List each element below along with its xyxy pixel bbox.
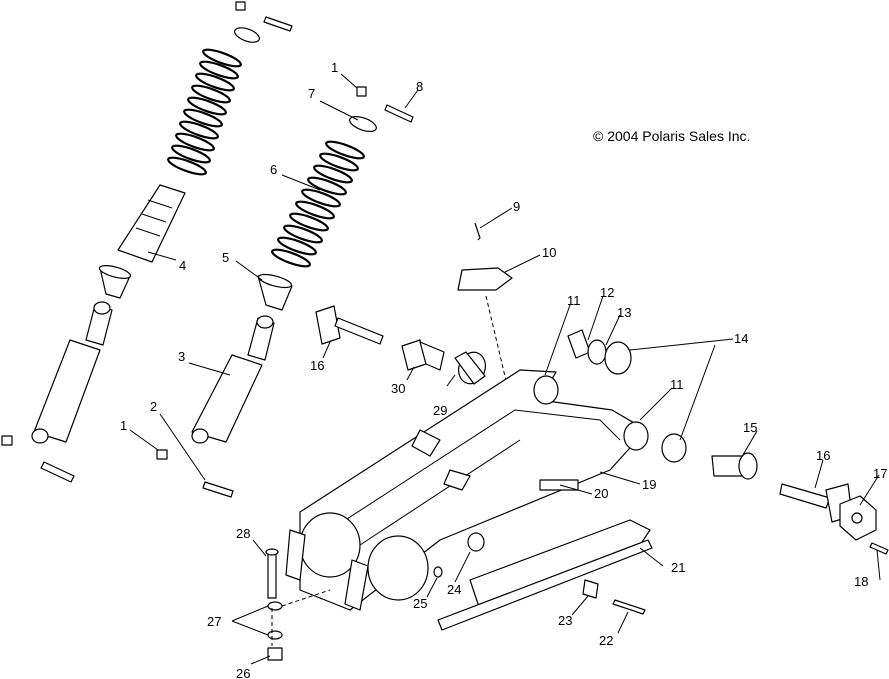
callout-2: 2 bbox=[150, 399, 157, 414]
top-bolt-part bbox=[263, 16, 293, 32]
right-spring-6-part bbox=[271, 140, 365, 268]
washer-13-part bbox=[587, 339, 607, 365]
callout-16-left: 16 bbox=[310, 358, 324, 373]
screw-18-part bbox=[869, 542, 889, 555]
callout-29: 29 bbox=[433, 403, 447, 418]
callout-7: 7 bbox=[308, 86, 315, 101]
callout-10: 10 bbox=[542, 245, 556, 260]
bushing-14-lower-part bbox=[661, 433, 687, 463]
bearing-11-upper-part bbox=[533, 375, 559, 405]
pivot-hardware-left bbox=[315, 305, 486, 385]
washer-27-lower-part bbox=[267, 630, 283, 640]
callout-20: 20 bbox=[594, 486, 608, 501]
callout-3: 3 bbox=[178, 349, 185, 364]
bolt-2-part bbox=[202, 481, 234, 498]
pivot-bolt-16-shank-part bbox=[334, 317, 384, 345]
swing-arm-19 bbox=[285, 369, 649, 611]
left-shock-assembly bbox=[1, 1, 293, 483]
callout-24: 24 bbox=[447, 582, 461, 597]
left-lower-nut-part bbox=[1, 435, 13, 446]
callout-9: 9 bbox=[513, 199, 520, 214]
left-shock-eye-part bbox=[31, 428, 49, 444]
spacer-23-part bbox=[582, 579, 599, 599]
callout-23: 23 bbox=[558, 613, 572, 628]
callout-22: 22 bbox=[599, 633, 613, 648]
bushing-14-upper-part bbox=[604, 341, 632, 375]
nut-1-part bbox=[356, 86, 367, 97]
nut-1b-part bbox=[156, 449, 168, 460]
axle-clamp-right-part bbox=[367, 535, 429, 601]
callout-12: 12 bbox=[600, 285, 614, 300]
right-shock-assembly bbox=[156, 86, 414, 498]
callout-6: 6 bbox=[270, 162, 277, 177]
nut-25-part bbox=[433, 566, 443, 578]
bolt-9-part bbox=[474, 222, 481, 241]
callout-25: 25 bbox=[413, 596, 427, 611]
top-nut-part bbox=[235, 1, 246, 11]
bracket-10-part bbox=[457, 267, 513, 291]
callout-1-upper: 1 bbox=[331, 60, 338, 75]
left-spring-part bbox=[167, 48, 242, 176]
callout-26: 26 bbox=[236, 666, 250, 679]
callout-16-right: 16 bbox=[816, 448, 830, 463]
left-shock-body-part bbox=[33, 339, 101, 443]
callout-18: 18 bbox=[854, 574, 868, 589]
callout-27: 27 bbox=[207, 614, 221, 629]
left-lower-bolt-part bbox=[40, 461, 75, 483]
callout-13: 13 bbox=[617, 305, 631, 320]
leader-lines bbox=[129, 73, 881, 665]
copyright-notice: © 2004 Polaris Sales Inc. bbox=[593, 128, 750, 144]
callout-11-lower: 11 bbox=[670, 377, 684, 392]
bolt-28-part bbox=[267, 553, 277, 599]
callout-30: 30 bbox=[391, 381, 405, 396]
callouts: 1 1 2 3 4 5 6 7 8 9 10 11 11 12 13 14 15… bbox=[120, 60, 887, 679]
callout-21: 21 bbox=[671, 560, 685, 575]
pivot-hardware-right bbox=[567, 329, 889, 555]
callout-1-lower: 1 bbox=[120, 418, 127, 433]
bumper-sleeve-part bbox=[117, 184, 186, 263]
right-shock-body-3-part bbox=[191, 354, 263, 443]
callout-17: 17 bbox=[873, 466, 887, 481]
callout-28: 28 bbox=[236, 526, 250, 541]
callout-15: 15 bbox=[743, 420, 757, 435]
bracket-assembly bbox=[457, 222, 521, 441]
bolt-22-part bbox=[612, 599, 646, 615]
callout-4: 4 bbox=[179, 258, 186, 273]
callout-14: 14 bbox=[734, 331, 748, 346]
callout-19: 19 bbox=[642, 477, 656, 492]
nut-26-part bbox=[267, 647, 283, 661]
callout-11-upper: 11 bbox=[567, 293, 581, 308]
chain-guide-21 bbox=[433, 519, 653, 631]
bolt-8-part bbox=[384, 104, 414, 123]
pivot-bolt-16-head-part bbox=[315, 305, 341, 345]
bearing-11-lower-part bbox=[623, 421, 649, 451]
retainer-7-part bbox=[349, 116, 377, 132]
callout-5: 5 bbox=[222, 250, 229, 265]
nut-12-part bbox=[567, 329, 591, 359]
bolt-16-right-shank-part bbox=[779, 483, 831, 509]
spring-retainer-top-part bbox=[234, 27, 260, 43]
bushing-24-part bbox=[467, 532, 485, 552]
adjuster-hardware bbox=[265, 548, 331, 661]
callout-8: 8 bbox=[416, 79, 423, 94]
washer-27-upper-part bbox=[267, 601, 283, 611]
